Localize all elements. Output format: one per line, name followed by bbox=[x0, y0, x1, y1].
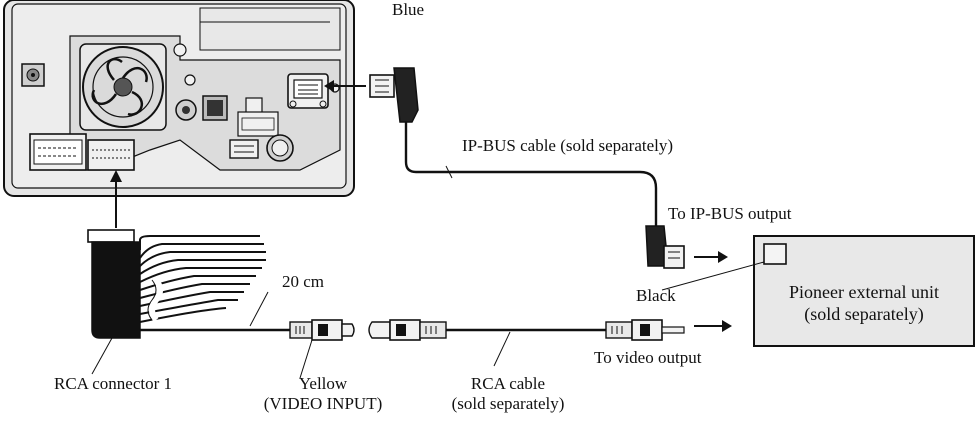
connection-arrows bbox=[110, 80, 732, 332]
ip-bus-cable bbox=[369, 67, 685, 269]
small-sockets bbox=[175, 95, 279, 137]
label-ip-bus-cable: IP-BUS cable (sold separately) bbox=[462, 136, 674, 155]
length-pointer bbox=[249, 291, 269, 327]
label-video-input: (VIDEO INPUT) bbox=[263, 394, 383, 414]
rca-cable-pointer bbox=[493, 331, 511, 367]
black-plug-pointer bbox=[661, 261, 765, 291]
antenna-jack-icon bbox=[21, 63, 45, 87]
label-pioneer-unit-line1: Pioneer external unit bbox=[789, 282, 939, 302]
label-pioneer-unit-line2: (sold separately) bbox=[804, 303, 924, 324]
main-connector-sockets bbox=[29, 133, 135, 171]
label-black: Black bbox=[636, 286, 676, 305]
label-rca-connector: RCA connector 1 bbox=[54, 374, 173, 393]
rca-connector-harness bbox=[87, 229, 290, 339]
yellow-rca-plug bbox=[289, 319, 355, 341]
label-length: 20 cm bbox=[282, 272, 325, 291]
ip-bus-socket-icon bbox=[287, 73, 329, 109]
cooling-fan-icon bbox=[79, 43, 167, 131]
rca-connector-pointer bbox=[91, 337, 113, 375]
yellow-pointer bbox=[299, 339, 313, 379]
usb-port-icon bbox=[229, 134, 294, 162]
label-to-ip-bus-output: To IP-BUS output bbox=[668, 204, 792, 223]
label-blue: Blue bbox=[392, 0, 425, 19]
label-to-video-output: To video output bbox=[594, 348, 702, 367]
label-yellow-input: Yellow (VIDEO INPUT) bbox=[248, 374, 398, 415]
label-rca-cable: RCA cable bbox=[470, 374, 546, 393]
label-pioneer-unit: Pioneer external unit (sold separately) bbox=[754, 282, 974, 325]
label-rca-cable-note: (sold separately) bbox=[451, 394, 565, 414]
rca-cable bbox=[368, 319, 685, 341]
label-yellow: Yellow bbox=[298, 374, 348, 393]
label-rca-cable-group: RCA cable (sold separately) bbox=[418, 374, 598, 415]
pioneer-external-unit bbox=[753, 235, 975, 347]
